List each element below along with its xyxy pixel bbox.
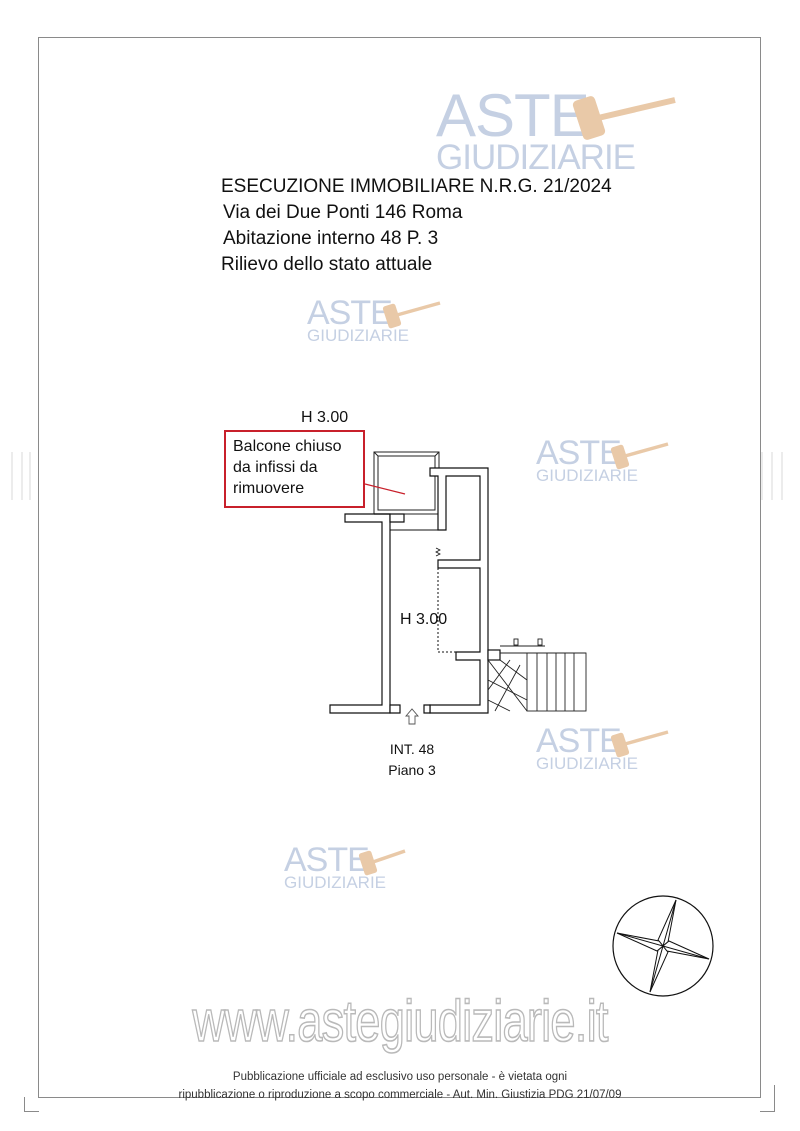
disclaimer-line: ripubblicazione o riproduzione a scopo c…	[178, 1089, 622, 1101]
annotation-line: da infissi da	[233, 459, 318, 476]
ceiling-height-balcony: H 3.00	[301, 409, 349, 426]
north-compass-icon	[612, 895, 714, 997]
annotation-box: Balcone chiuso da infissi da rimuovere	[224, 430, 365, 508]
disclaimer-line: Pubblicazione ufficiale ad esclusivo uso…	[232, 1071, 568, 1083]
ceiling-height-room: H 3.00	[400, 611, 448, 628]
document-header: ESECUZIONE IMMOBILIARE N.R.G. 21/2024 Vi…	[221, 174, 612, 278]
watermark-giudiziarie: GIUDIZIARIE	[436, 138, 636, 177]
unit-label: INT. 48	[389, 741, 435, 757]
watermark-logo-large: ASTE GIUDIZIARIE	[436, 82, 636, 177]
watermark-logo: ASTE GIUDIZIARIE	[284, 841, 387, 892]
property-unit: Abitazione interno 48 P. 3	[223, 228, 439, 249]
survey-title: Rilievo dello stato attuale	[221, 254, 433, 275]
website-watermark: www.astegiudiziarie.it	[192, 988, 609, 1055]
property-address: Via dei Due Ponti 146 Roma	[223, 202, 463, 223]
page-frame	[38, 37, 761, 1098]
watermark-logo: ASTE GIUDIZIARIE	[536, 434, 639, 485]
watermark-aste: ASTE	[436, 82, 590, 149]
watermark-logo: ASTE GIUDIZIARIE	[307, 294, 410, 345]
watermark-logo: ASTE GIUDIZIARIE	[536, 722, 639, 773]
annotation-line: Balcone chiuso	[233, 438, 342, 455]
staircase	[487, 638, 587, 712]
annotation-line: rimuovere	[233, 480, 305, 497]
frame-tab	[760, 1085, 775, 1112]
balcony-outline	[373, 451, 440, 515]
walls	[329, 467, 501, 714]
floor-label: Piano 3	[388, 762, 436, 778]
watermark-gavel-icon	[358, 301, 669, 876]
frame-tab	[24, 1097, 39, 1112]
annotation-leader	[364, 483, 406, 495]
procedure-title: ESECUZIONE IMMOBILIARE N.R.G. 21/2024	[221, 176, 612, 197]
entrance-arrow-icon	[405, 708, 419, 725]
